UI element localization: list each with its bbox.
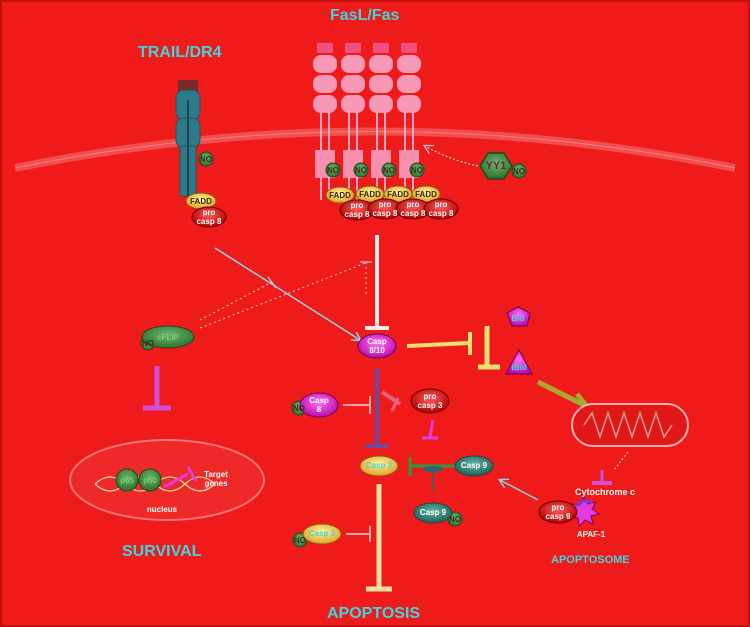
casp3-label: Casp 3: [365, 461, 393, 470]
fas-receptors: [313, 43, 421, 200]
mitochondrion: [571, 403, 689, 447]
yy1-label: YY1: [485, 160, 507, 172]
fadd-label: FADD: [329, 191, 351, 200]
no-label: NO: [293, 404, 305, 413]
no-label: NO: [411, 166, 423, 175]
trail-dr4-receptor: [175, 80, 201, 197]
p50-label: p50: [143, 476, 157, 485]
procasp3-inhibitor: [428, 419, 435, 438]
fadd-label: FADD: [415, 190, 437, 199]
cflip-oval: [141, 325, 195, 349]
tbid-to-mito-inhibition: [536, 379, 588, 409]
casp9-label: Casp 9: [460, 461, 488, 470]
bid-pentagon: [506, 306, 531, 327]
nucleus: [69, 439, 265, 521]
yy1-hexagon: [479, 152, 513, 180]
casp9-no-oval: [413, 502, 453, 524]
fadd-group: [185, 185, 441, 210]
no-label: NO: [355, 166, 367, 175]
yy1-to-fas-arrow: [425, 146, 479, 167]
casp9-oval: [454, 455, 494, 477]
bid-label: Bid: [511, 314, 525, 323]
casp810-oval: [357, 333, 397, 359]
cflip-inhibit-b: [199, 261, 369, 329]
no-label: NO: [513, 167, 525, 176]
mito-to-cytc-dotted: [613, 451, 629, 471]
tbid-label: tBid: [511, 363, 527, 372]
procasp9-oval: [538, 500, 578, 524]
fadd-label: FADD: [387, 190, 409, 199]
no-label: NO: [383, 166, 395, 175]
cytochrome-c-label: Cytochrome c: [575, 487, 636, 497]
procasp3-oval: [410, 388, 450, 414]
tbid-triangle: [505, 348, 533, 375]
fadd-label: FADD: [359, 190, 381, 199]
casp3-no-oval: [302, 523, 342, 545]
casp3-oval: [359, 455, 399, 477]
casp3-no-label: Casp 3: [308, 529, 336, 538]
no-label: NO: [449, 515, 461, 524]
apoptosome-title: APOPTOSOME: [551, 554, 630, 566]
casp3-casp9-junction: [423, 466, 443, 472]
survival-title: SURVIVAL: [122, 543, 202, 560]
cflip-inhibit-a: [199, 281, 273, 321]
p65-label: p65: [120, 476, 134, 485]
no-label: NO: [142, 339, 154, 348]
fasl-fas-title: FasL/Fas: [330, 7, 400, 24]
trail-to-casp810-arrow: [214, 247, 360, 340]
casp8-oval: [299, 392, 339, 418]
nfkb-target-arrow: [163, 472, 189, 489]
trail-dr4-title: TRAIL/DR4: [138, 44, 222, 61]
casp9-no-label: Casp 9: [419, 508, 447, 517]
no-label: NO: [200, 155, 212, 164]
fadd-label: FADD: [190, 197, 212, 206]
apaf1-label: APAF-1: [576, 530, 606, 539]
no-label: NO: [294, 536, 306, 545]
casp810-to-bid-inhibition: [406, 341, 471, 348]
no-markers: [140, 151, 527, 548]
procasp8-group: [191, 198, 459, 228]
apoptosis-title: APOPTOSIS: [327, 605, 421, 622]
nucleus-label: nucleus: [146, 505, 178, 514]
cflip-label: cFLIP: [157, 333, 179, 342]
apoptosome-to-casp9-arrow: [500, 480, 539, 501]
no-label: NO: [327, 166, 339, 175]
